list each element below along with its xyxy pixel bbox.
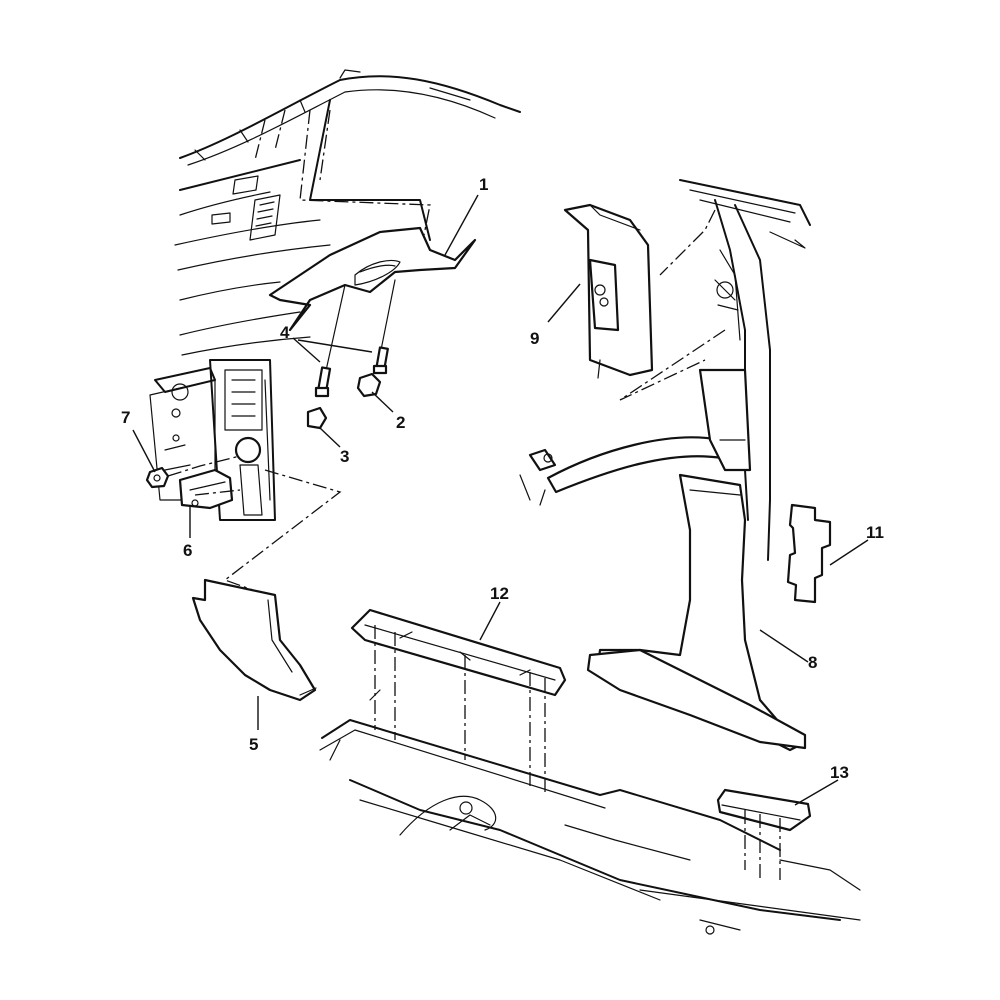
part-8-lower-trim — [586, 473, 807, 752]
part-5-kick-panel — [191, 578, 317, 702]
callout-12: 12 — [490, 584, 509, 603]
callout-5: 5 — [249, 735, 258, 754]
floor-sill-outline — [319, 689, 861, 935]
install-lines — [374, 625, 781, 880]
b-pillar-roof — [619, 179, 811, 561]
callout-4: 4 — [280, 323, 290, 342]
callout-2: 2 — [396, 413, 405, 432]
callout-7: 7 — [121, 408, 130, 427]
callout-6: 6 — [183, 541, 192, 560]
callout-9: 9 — [530, 329, 539, 348]
callout-8: 8 — [808, 653, 817, 672]
callout-1: 1 — [479, 175, 488, 194]
part-12-sill-plate — [350, 608, 567, 697]
callout-13: 13 — [830, 763, 849, 782]
part-3-clip — [306, 406, 328, 430]
seat-belt — [519, 368, 752, 506]
part-11-pad — [786, 503, 832, 604]
leader-lines — [132, 194, 869, 806]
part-13-sill-plate — [716, 788, 812, 832]
hinge-dashed-lines — [167, 455, 342, 599]
part-9-upper-trim — [563, 203, 654, 379]
part-7-nut — [145, 466, 170, 489]
dashboard-body-outline — [174, 69, 521, 356]
part-1-trim-panel — [268, 226, 477, 332]
door-hinge-area — [149, 359, 276, 521]
callout-3: 3 — [340, 447, 349, 466]
part-6-hinge-bracket — [178, 468, 234, 510]
part-4-bolts — [314, 279, 396, 398]
callout-11: 11 — [866, 523, 884, 542]
part-2-nut — [356, 372, 382, 398]
